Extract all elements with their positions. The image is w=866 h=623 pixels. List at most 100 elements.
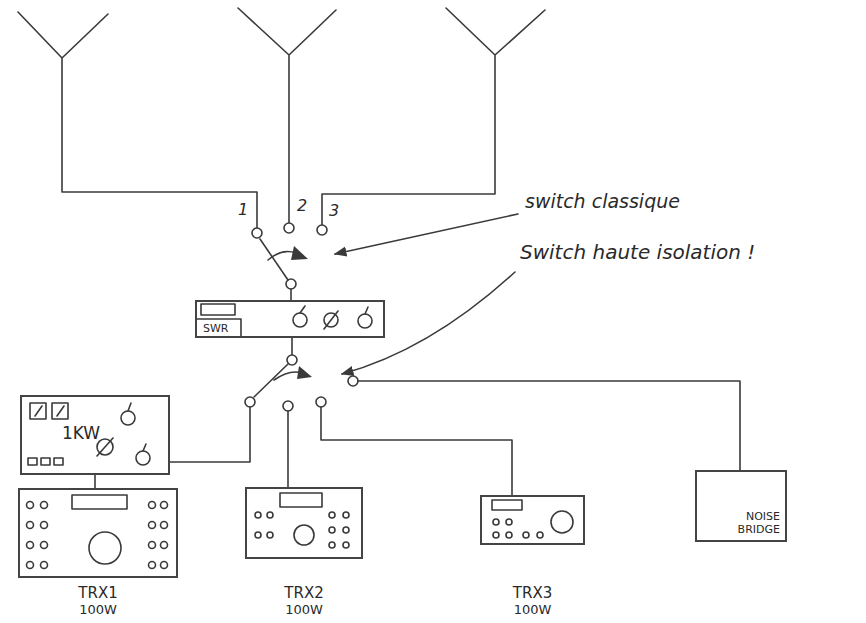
radio-name: TRX1 bbox=[20, 584, 176, 602]
port-number: 3 bbox=[329, 201, 339, 220]
radio-button bbox=[343, 527, 349, 533]
transceiver: TRX1100W bbox=[18, 488, 178, 578]
wire bbox=[290, 289, 292, 300]
radio-button bbox=[149, 562, 156, 569]
radio-button bbox=[149, 522, 156, 529]
radio-button bbox=[267, 512, 273, 518]
radio-button bbox=[493, 532, 499, 538]
switch-terminal bbox=[284, 223, 294, 233]
vfo-knob bbox=[551, 511, 573, 533]
box-label: 1KW bbox=[62, 423, 100, 443]
radio-display bbox=[72, 495, 127, 509]
switch-lever bbox=[260, 239, 288, 280]
switch-terminal bbox=[252, 228, 262, 238]
wire bbox=[287, 411, 289, 487]
antenna bbox=[238, 8, 336, 223]
switch-arrow-head bbox=[291, 246, 308, 260]
radio-button bbox=[41, 502, 48, 509]
radio-button bbox=[41, 562, 48, 569]
switch-terminal bbox=[283, 401, 293, 411]
radio-button bbox=[329, 527, 335, 533]
radio-button bbox=[255, 512, 261, 518]
radio-button bbox=[506, 519, 512, 525]
knob-mark bbox=[300, 306, 305, 313]
wire bbox=[170, 407, 250, 462]
radio-button bbox=[41, 522, 48, 529]
amp-switch bbox=[28, 458, 37, 465]
radio-button bbox=[537, 532, 543, 538]
amplifier-box: 1KW bbox=[20, 395, 170, 475]
radio-button bbox=[343, 512, 349, 518]
box-label: NOISE BRIDGE bbox=[718, 510, 780, 536]
radio-button bbox=[27, 502, 34, 509]
knob-mark bbox=[324, 311, 338, 329]
radio-button bbox=[343, 542, 349, 548]
switch-terminal bbox=[316, 397, 326, 407]
noise-bridge-box: NOISE BRIDGE bbox=[695, 470, 787, 542]
knob-mark bbox=[365, 307, 368, 314]
antenna bbox=[18, 12, 257, 228]
radio-name: TRX2 bbox=[247, 584, 361, 602]
radio-button bbox=[161, 502, 168, 509]
radio-button bbox=[493, 519, 499, 525]
radio-buttons bbox=[255, 512, 349, 548]
switch-arrow-head bbox=[297, 366, 312, 379]
port-number: 1 bbox=[238, 200, 248, 219]
transceiver: TRX2100W bbox=[245, 487, 363, 559]
radio-buttons bbox=[493, 519, 543, 538]
radio-button bbox=[161, 562, 168, 569]
amp-switch bbox=[54, 458, 63, 465]
radio-button bbox=[506, 532, 512, 538]
radio-button bbox=[255, 532, 261, 538]
radio-display bbox=[280, 493, 322, 507]
wire bbox=[291, 338, 293, 355]
callout-note: switch classique bbox=[525, 190, 680, 213]
radio-button bbox=[267, 532, 273, 538]
callout-arrow bbox=[342, 272, 515, 374]
swr-meter bbox=[201, 304, 235, 315]
power-rating: 100W bbox=[247, 602, 361, 618]
radio-button bbox=[27, 562, 34, 569]
radio-button bbox=[27, 522, 34, 529]
wire bbox=[321, 407, 512, 495]
caption-block: TRX3100W bbox=[482, 584, 583, 618]
caption-block: TRX2100W bbox=[247, 584, 361, 618]
radio-button bbox=[149, 502, 156, 509]
radio-button bbox=[161, 542, 168, 549]
box-label: SWR bbox=[203, 322, 229, 335]
caption-block: TRX1100W bbox=[20, 584, 176, 618]
knob bbox=[121, 411, 135, 425]
power-rating: 100W bbox=[20, 602, 176, 618]
radio-button bbox=[523, 532, 529, 538]
power-rating: 100W bbox=[482, 602, 583, 618]
callout-note: Switch haute isolation ! bbox=[520, 240, 755, 264]
switch-lever bbox=[254, 364, 288, 397]
transceiver: TRX3100W bbox=[480, 495, 585, 545]
knob-mark bbox=[128, 403, 131, 411]
wire bbox=[358, 381, 740, 470]
radio-button bbox=[329, 542, 335, 548]
antenna bbox=[322, 8, 545, 225]
knob bbox=[358, 314, 372, 328]
switch-terminal bbox=[348, 376, 358, 386]
knob bbox=[293, 313, 307, 327]
radio-name: TRX3 bbox=[482, 584, 583, 602]
radio-buttons bbox=[27, 502, 168, 569]
knob-mark bbox=[143, 444, 146, 451]
amp-switch bbox=[41, 458, 50, 465]
swr-box: SWR bbox=[195, 300, 385, 338]
knob bbox=[136, 451, 150, 465]
radio-button bbox=[329, 512, 335, 518]
radio-button bbox=[161, 522, 168, 529]
radio-button bbox=[27, 542, 34, 549]
port-number: 2 bbox=[297, 196, 307, 215]
radio-button bbox=[149, 542, 156, 549]
switch-terminal bbox=[245, 397, 255, 407]
radio-button bbox=[41, 542, 48, 549]
amp-meter bbox=[52, 403, 68, 419]
meter-needle bbox=[57, 406, 64, 416]
meter-needle bbox=[35, 406, 42, 416]
